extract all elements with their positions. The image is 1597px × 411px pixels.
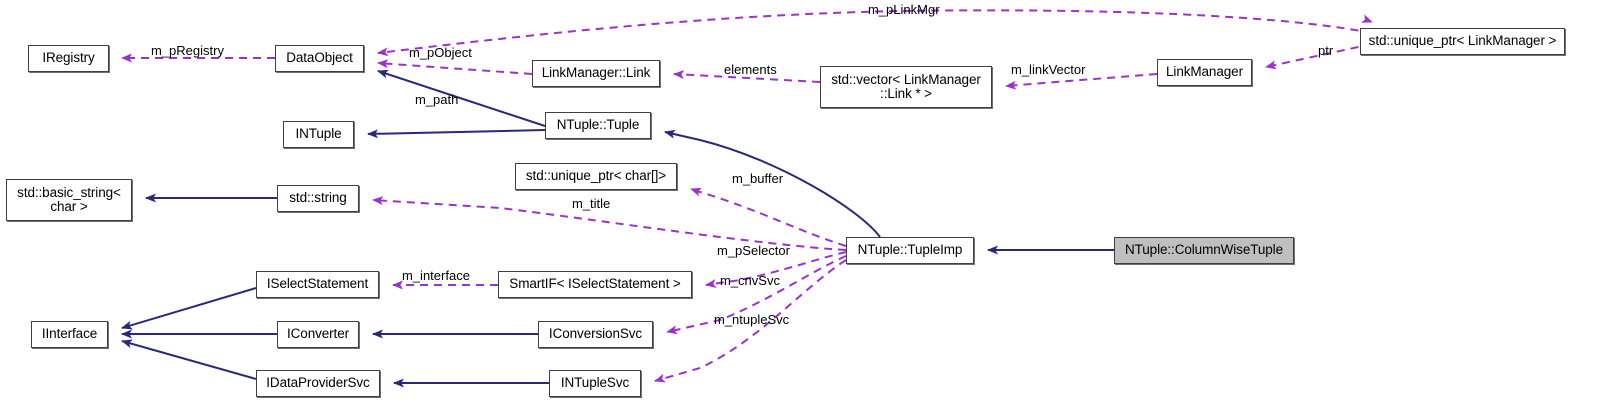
node-linkmanager[interactable]: LinkManager (1157, 59, 1252, 86)
edge-tuple-intuple (367, 129, 546, 139)
edge-label-m-pregistry: m_pRegistry (151, 43, 224, 58)
edge-ptr (1265, 43, 1373, 70)
node-iregistry[interactable]: IRegistry (28, 45, 109, 72)
node-ntuple-columnwisetuple[interactable]: NTuple::ColumnWiseTuple (1114, 237, 1294, 264)
node-intuple[interactable]: INTuple (283, 121, 354, 148)
edge-elements (673, 70, 821, 83)
edge-label-m-pselector: m_pSelector (717, 243, 790, 258)
edge-label-m-title: m_title (572, 196, 611, 211)
node-std-unique-ptr-char[interactable]: std::unique_ptr< char[]> (515, 163, 677, 190)
node-smartif-iselectstatement[interactable]: SmartIF< ISelectStatement > (498, 271, 692, 298)
edge-label-m-path: m_path (415, 92, 459, 107)
node-iselectstatement[interactable]: ISelectStatement (256, 271, 379, 298)
node-idataprovidersvc[interactable]: IDataProviderSvc (256, 370, 380, 397)
node-iinterface[interactable]: IInterface (31, 321, 108, 348)
edge-m_pLinkMgr (377, 9, 1373, 57)
inheritance-edges (121, 69, 1114, 388)
edge-m_pSelector (705, 251, 847, 288)
edge-label-m-cnvsvc: m_cnvSvc (720, 273, 780, 288)
edge-tupleimp-tuple (664, 129, 881, 238)
node-ntuple-tupleimp[interactable]: NTuple::TupleImp (846, 237, 974, 264)
node-linkmanager-link[interactable]: LinkManager::Link (532, 60, 660, 87)
edge-iselect-iinterface (121, 287, 257, 330)
edge-label-ptr: ptr (1318, 43, 1334, 58)
node-iconverter[interactable]: IConverter (277, 321, 359, 348)
edge-m_cnvSvc (666, 255, 847, 335)
edge-m_pObject (377, 59, 533, 75)
node-ntuple-tuple[interactable]: NTuple::Tuple (545, 112, 651, 139)
edge-label-m-interface: m_interface (402, 268, 470, 283)
node-iconversionsvc[interactable]: IConversionSvc (538, 321, 653, 348)
edge-label-m-ntuplesvc: m_ntupleSvc (714, 312, 790, 327)
node-std-unique-ptr-linkmanager[interactable]: std::unique_ptr< LinkManager > (1360, 28, 1565, 55)
edge-label-m-buffer: m_buffer (732, 171, 784, 186)
association-edges (121, 9, 1373, 383)
edge-label-m-linkvector: m_linkVector (1011, 62, 1086, 77)
edge-label-elements: elements (724, 62, 777, 77)
node-std-vector-linkmanager-link[interactable]: std::vector< LinkManager ::Link * > (820, 66, 992, 108)
edge-m_buffer (690, 187, 847, 247)
node-intuplesvc[interactable]: INTupleSvc (549, 370, 641, 397)
edge-label-m-plinkmgr: m_pLinkMgr (868, 2, 940, 17)
edge-idataprovider-iinterface (121, 339, 257, 380)
edge-label-m-pobject: m_pObject (409, 45, 472, 60)
edge-tuple-dataobject (377, 69, 546, 127)
node-std-string[interactable]: std::string (277, 185, 359, 212)
node-dataobject[interactable]: DataObject (275, 45, 364, 72)
node-std-basic-string-char[interactable]: std::basic_string< char > (6, 179, 132, 221)
edge-m_ntupleSvc (654, 259, 847, 383)
edge-m_linkVector (1005, 73, 1158, 90)
